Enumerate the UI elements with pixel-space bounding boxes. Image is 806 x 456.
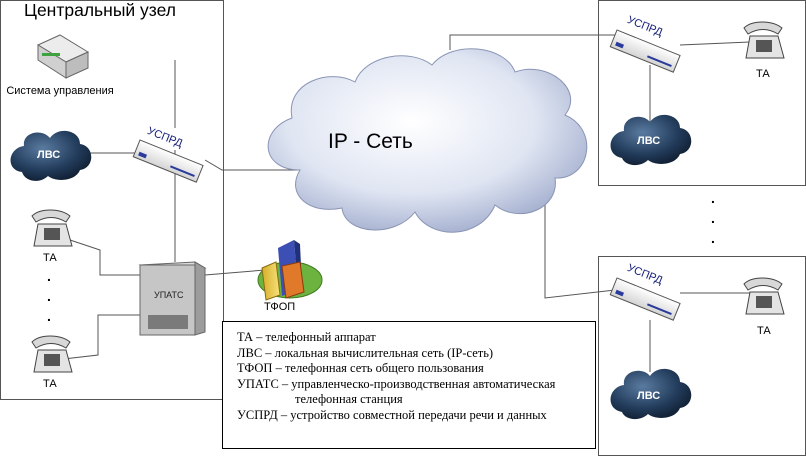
upats-exchange-icon bbox=[138, 261, 207, 336]
phone-label-remote-bottom: ТА bbox=[757, 325, 771, 337]
phone-label-central-2: ТА bbox=[43, 378, 57, 390]
legend-row-pstn: ТФОП – телефонная сеть общего пользовани… bbox=[237, 361, 484, 375]
ellipsis-dot-central-1: . bbox=[47, 268, 51, 284]
usprd-device-remote-bottom bbox=[609, 277, 681, 321]
control-system-label: Система управления bbox=[6, 85, 114, 97]
telephone-icon-remote-bottom bbox=[743, 277, 785, 315]
lan-label-central: ЛВС bbox=[37, 149, 61, 161]
legend-row-lan: ЛВС – локальная вычислительная сеть (IP-… bbox=[237, 345, 494, 360]
ip-network-label: IP - Сеть bbox=[328, 130, 413, 153]
telephone-icon-central-1 bbox=[31, 209, 73, 247]
ellipsis-dot-remote-3: . bbox=[711, 230, 715, 246]
upats-label: УПАТС bbox=[154, 290, 184, 300]
control-system-icon bbox=[36, 34, 90, 79]
ellipsis-dot-central-3: . bbox=[47, 308, 51, 324]
phone-label-central-1: ТА bbox=[43, 252, 57, 264]
lan-cloud-central bbox=[10, 130, 92, 181]
phone-label-remote-top: ТА bbox=[756, 68, 770, 80]
ip-network-cloud bbox=[267, 48, 588, 233]
ellipsis-dot-remote-2: . bbox=[711, 210, 715, 226]
legend-row-ta: ТА – телефонный аппарат bbox=[237, 330, 376, 344]
usprd-device-central bbox=[132, 139, 204, 183]
legend-row-upats-cont: телефонная станция bbox=[295, 392, 403, 406]
legend-row-usprd: УСПРД – устройство совместной передачи р… bbox=[237, 407, 547, 422]
legend-box: ТА – телефонный аппарат ЛВС – локальная … bbox=[222, 321, 596, 449]
pstn-building-icon bbox=[257, 240, 323, 301]
usprd-device-remote-top bbox=[609, 29, 681, 73]
legend-row-upats: УПАТС – управленческо-производственная а… bbox=[237, 376, 556, 391]
ellipsis-dot-remote-1: . bbox=[711, 190, 715, 206]
lan-label-remote-bottom: ЛВС bbox=[637, 390, 661, 402]
telephone-icon-remote-top bbox=[743, 21, 785, 59]
lan-cloud-remote-top bbox=[610, 114, 692, 166]
telephone-icon-central-2 bbox=[31, 335, 73, 373]
ellipsis-dot-central-2: . bbox=[47, 288, 51, 304]
pstn-label: ТФОП bbox=[264, 301, 296, 313]
central-node-title: Центральный узел bbox=[24, 0, 176, 20]
lan-cloud-remote-bottom bbox=[610, 368, 692, 420]
lan-label-remote-top: ЛВС bbox=[637, 135, 661, 147]
